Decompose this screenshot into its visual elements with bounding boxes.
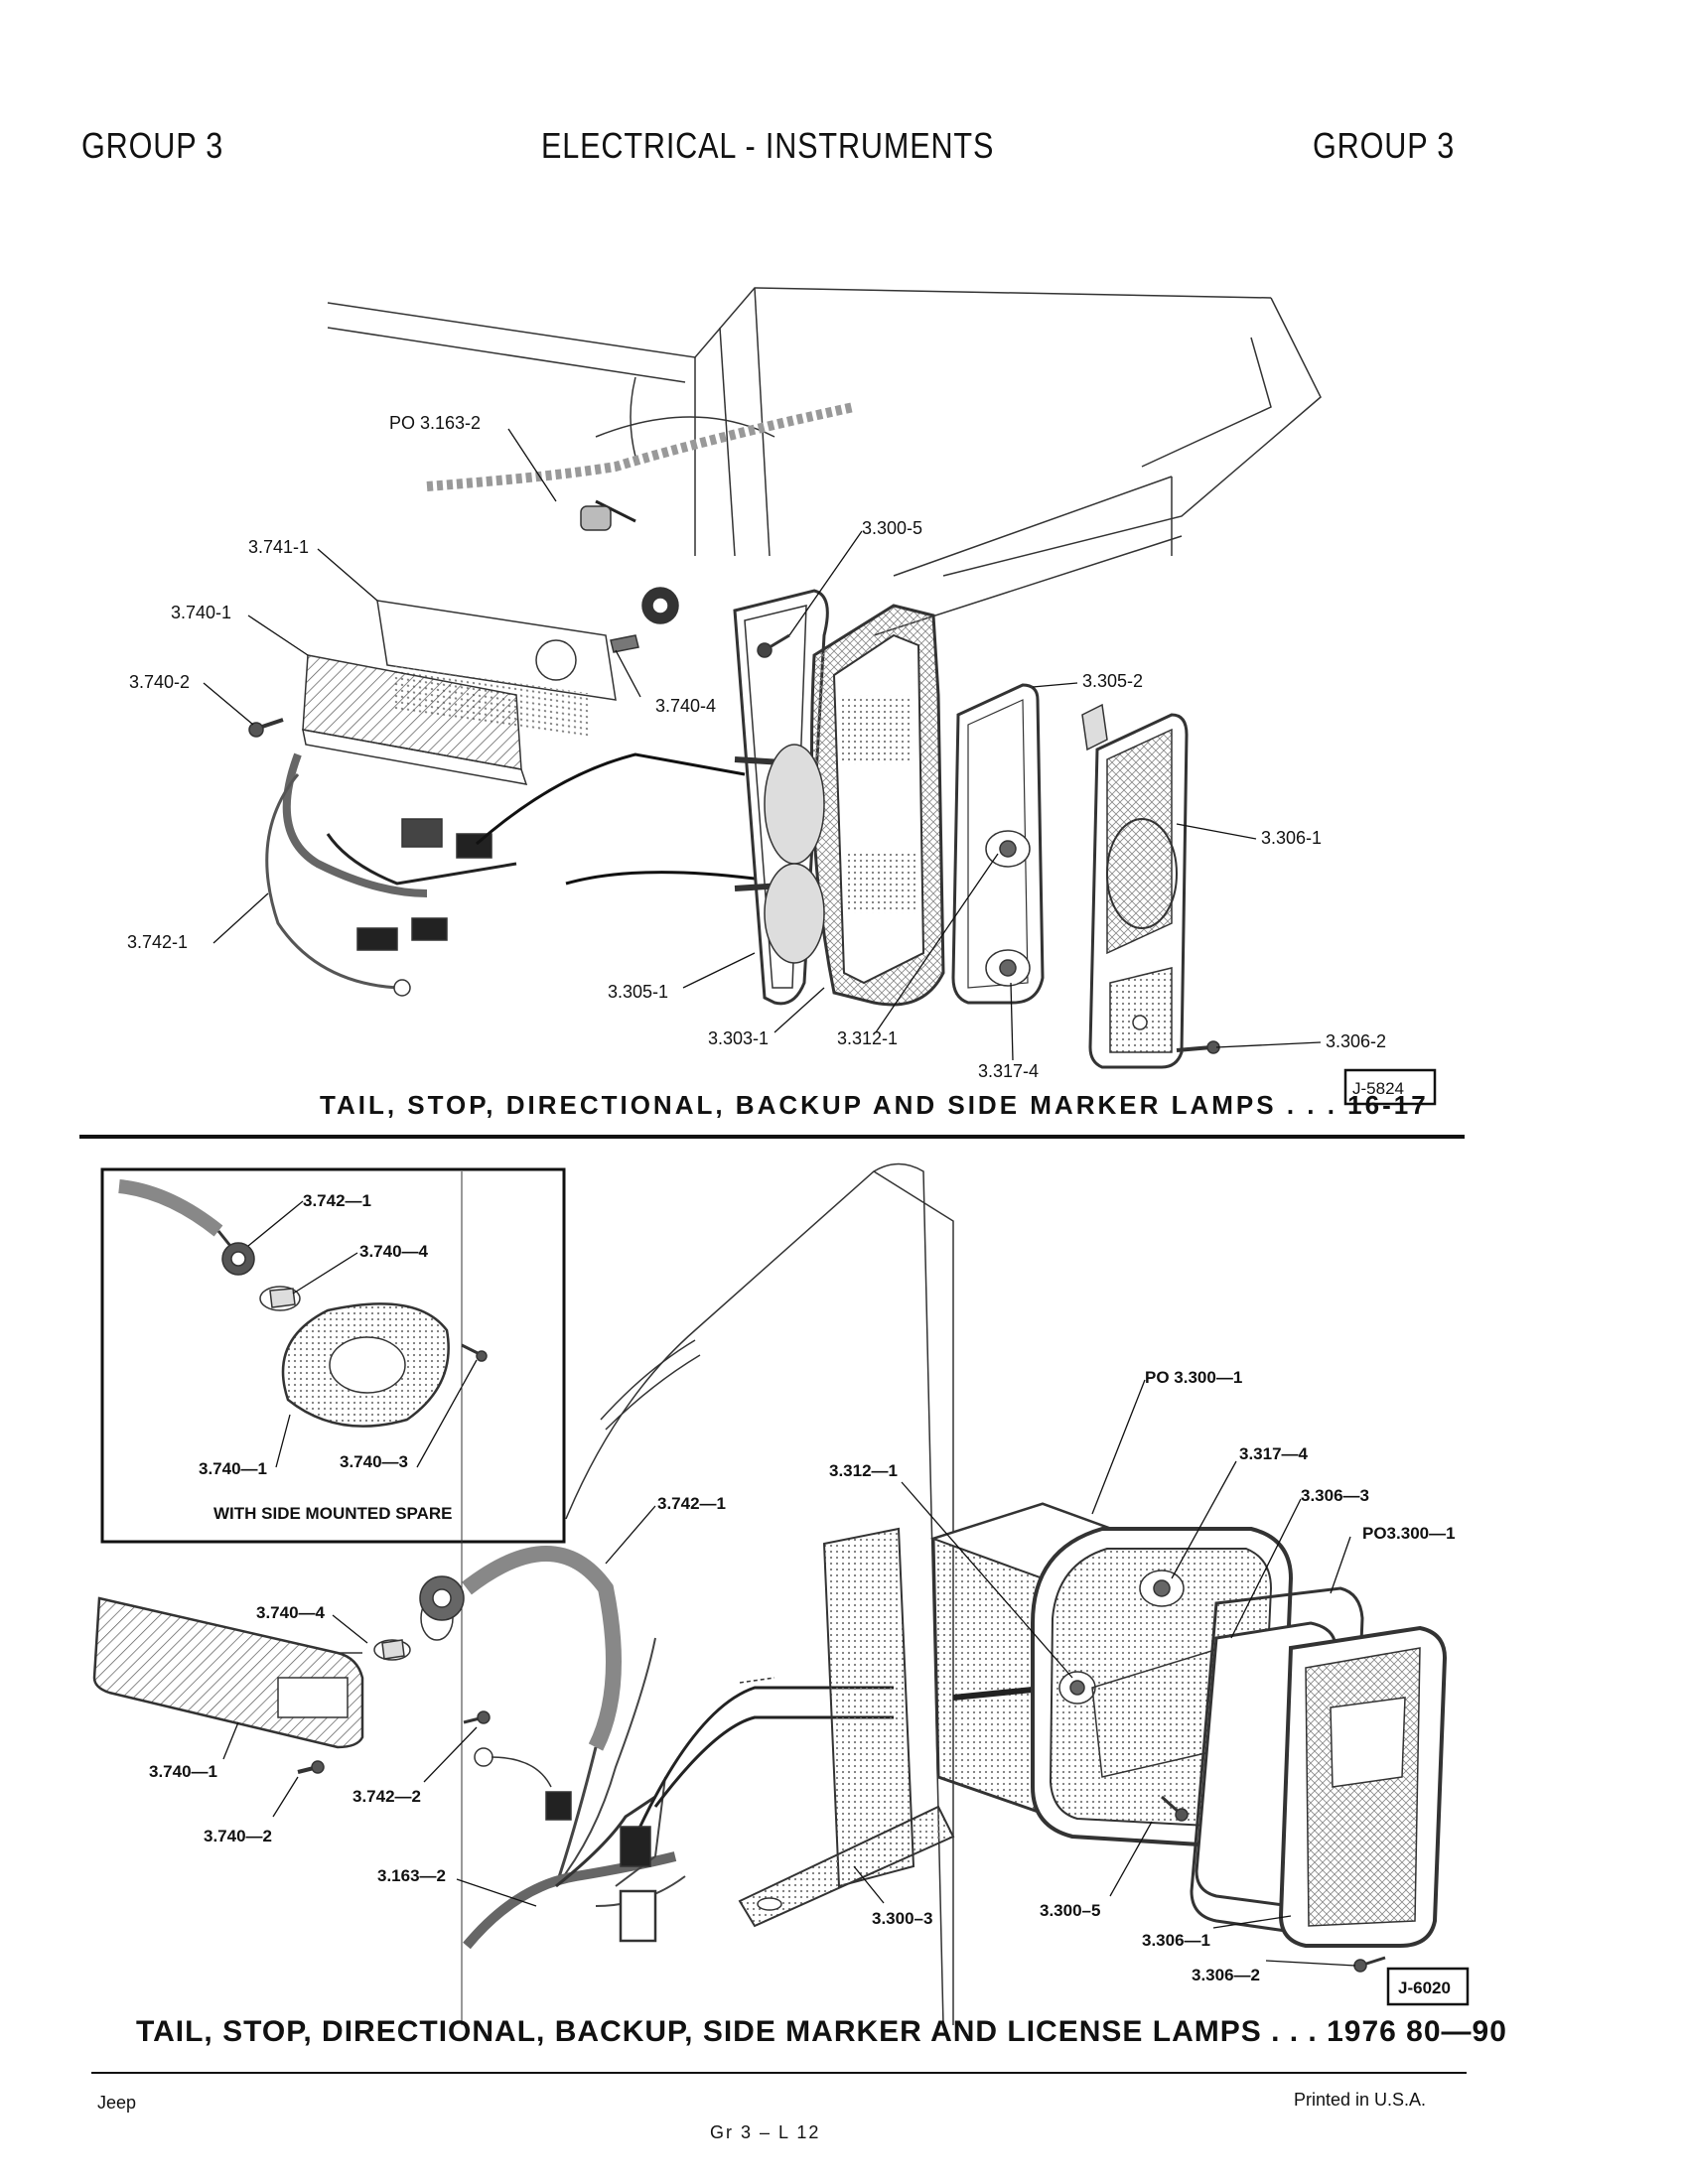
callout-3-300-5: 3.300-5 [862, 518, 922, 538]
footer-page-ref: Gr 3 – L 12 [710, 2122, 821, 2142]
figure2-labels: PO 3.300—1 3.312—1 3.317—4 3.306—3 PO3.3… [149, 1368, 1456, 1984]
callout-3-300-5: 3.300–5 [1040, 1901, 1100, 1920]
callout-3-742-1: 3.742—1 [657, 1494, 726, 1513]
figure1-labels: PO 3.163-2 3.741-1 3.740-1 3.740-2 3.740… [127, 413, 1386, 1081]
inset-callout-3-740-4: 3.740—4 [359, 1242, 429, 1261]
callout-3-300-3: 3.300–3 [872, 1909, 932, 1928]
callout-3-312-1: 3.312-1 [837, 1028, 898, 1048]
callout-3-740-2: 3.740-2 [129, 672, 190, 692]
callout-3-305-2: 3.305-2 [1082, 671, 1143, 691]
inset-callout-3-740-1: 3.740—1 [199, 1459, 267, 1478]
callout-3-742-1: 3.742-1 [127, 932, 188, 952]
callout-3-740-1: 3.740—1 [149, 1762, 217, 1781]
callout-3-740-4: 3.740—4 [256, 1603, 326, 1622]
footer-brand: Jeep [97, 2093, 137, 2113]
header-section-title: ELECTRICAL - INSTRUMENTS [541, 125, 995, 166]
figure1-leaders [203, 428, 1322, 1061]
inset-callout-3-740-3: 3.740—3 [340, 1452, 408, 1471]
figure2-caption: TAIL, STOP, DIRECTIONAL, BACKUP, SIDE MA… [136, 2015, 1507, 2048]
figure2-id-box: J-6020 [1386, 1967, 1470, 2006]
figure2-leaders [222, 1379, 1356, 1967]
callout-3-306-3: 3.306—3 [1301, 1486, 1369, 1505]
callout-3-740-1: 3.740-1 [171, 603, 231, 622]
callout-po-3-163-2: PO 3.163-2 [389, 413, 481, 433]
callout-po-3-300-1: PO 3.300—1 [1145, 1368, 1242, 1387]
header-group-right: GROUP 3 [1313, 125, 1456, 166]
callout-3-742-2: 3.742—2 [352, 1787, 421, 1806]
inset-title: WITH SIDE MOUNTED SPARE [213, 1504, 453, 1523]
footer-divider [91, 2072, 1467, 2074]
header-group-left: GROUP 3 [81, 125, 224, 166]
callout-3-312-1: 3.312—1 [829, 1461, 898, 1480]
callout-3-306-2: 3.306-2 [1326, 1031, 1386, 1051]
callout-3-305-1: 3.305-1 [608, 982, 668, 1002]
footer-printed: Printed in U.S.A. [1294, 2090, 1427, 2110]
figure1-id: J-5824 [1352, 1079, 1404, 1098]
figure1-caption: TAIL, STOP, DIRECTIONAL, BACKUP AND SIDE… [320, 1090, 1429, 1120]
callout-3-306-1: 3.306-1 [1261, 828, 1322, 848]
figure1-drawing [248, 287, 1322, 1069]
callout-po3-300-1: PO3.300—1 [1362, 1524, 1456, 1543]
inset-callout-3-742-1: 3.742—1 [303, 1191, 371, 1210]
callout-3-740-4: 3.740-4 [655, 696, 716, 716]
callout-3-317-4: 3.317—4 [1239, 1444, 1309, 1463]
figure2-id: J-6020 [1398, 1979, 1451, 1997]
callout-3-303-1: 3.303-1 [708, 1028, 769, 1048]
callout-3-163-2: 3.163—2 [377, 1866, 446, 1885]
callout-3-306-2: 3.306—2 [1192, 1966, 1260, 1984]
section-divider [79, 1135, 1465, 1139]
callout-3-306-1: 3.306—1 [1142, 1931, 1210, 1950]
figure2-drawing [92, 1162, 1448, 2026]
callout-3-317-4: 3.317-4 [978, 1061, 1039, 1081]
callout-3-741-1: 3.741-1 [248, 537, 309, 557]
callout-3-740-2: 3.740—2 [204, 1827, 272, 1845]
figure2-inset: 3.742—1 3.740—4 3.740—1 3.740—3 WITH SID… [100, 1167, 566, 1544]
figure1-id-box: J-5824 [1343, 1068, 1437, 1106]
